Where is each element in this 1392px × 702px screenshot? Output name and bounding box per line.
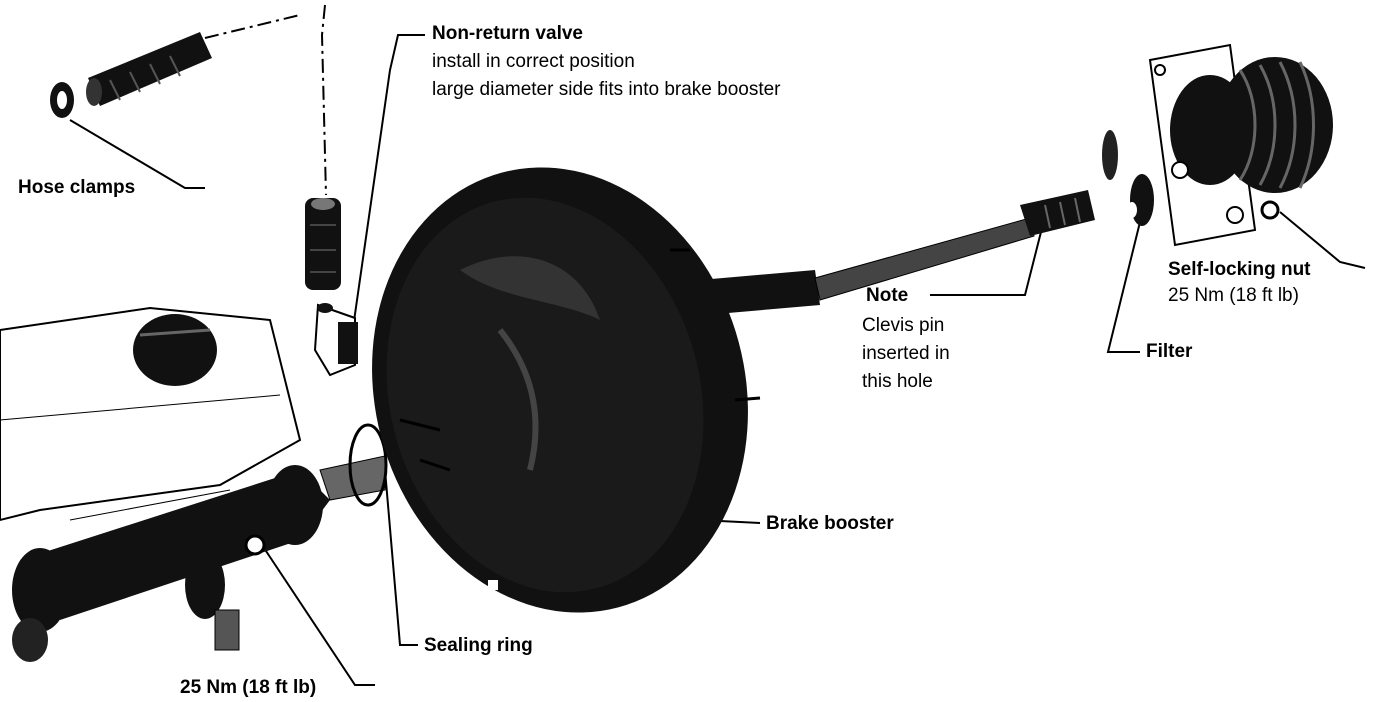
leader-hose-axis — [320, 4, 327, 196]
leader-note — [930, 227, 1043, 296]
hose-section-icon — [305, 198, 341, 290]
note-title: Note — [866, 285, 909, 306]
leader-self-locking-nut — [1279, 211, 1366, 269]
hose-clamp-icon — [50, 82, 74, 118]
hose-clamps-label: Hose clamps — [18, 177, 136, 198]
non-return-valve-line2: large diameter side fits into brake boos… — [432, 79, 781, 100]
non-return-valve-icon — [313, 303, 358, 377]
leader-hose-clamps — [69, 119, 205, 189]
leader-torque-bottom — [261, 544, 375, 686]
non-return-valve-line1: install in correct position — [432, 51, 635, 72]
leader-hose-top — [204, 14, 301, 39]
brake-booster-label: Brake booster — [766, 513, 894, 534]
sealing-ring-label: Sealing ring — [424, 635, 533, 656]
non-return-valve-title: Non-return valve — [432, 23, 583, 44]
vacuum-hose-icon — [86, 32, 212, 106]
filter-icon — [1102, 130, 1154, 226]
note-line2: inserted in — [862, 343, 950, 364]
sealing-ring-icon — [348, 423, 388, 507]
torque-bottom-label: 25 Nm (18 ft lb) — [180, 677, 317, 698]
leader-sealing-ring — [384, 469, 418, 646]
note-line1: Clevis pin — [862, 315, 945, 336]
push-rod-icon — [700, 190, 1095, 315]
note-line3: this hole — [862, 371, 933, 392]
leader-non-return-valve — [351, 34, 425, 336]
filter-label: Filter — [1146, 341, 1193, 362]
mounting-bracket-icon — [1148, 43, 1333, 247]
master-cylinder-icon — [0, 306, 386, 662]
brake-booster-icon — [372, 167, 761, 613]
self-locking-nut-torque: 25 Nm (18 ft lb) — [1168, 285, 1299, 306]
self-locking-nut-icon — [1260, 200, 1280, 220]
self-locking-nut-title: Self-locking nut — [1168, 259, 1311, 280]
leader-filter — [1106, 221, 1141, 353]
